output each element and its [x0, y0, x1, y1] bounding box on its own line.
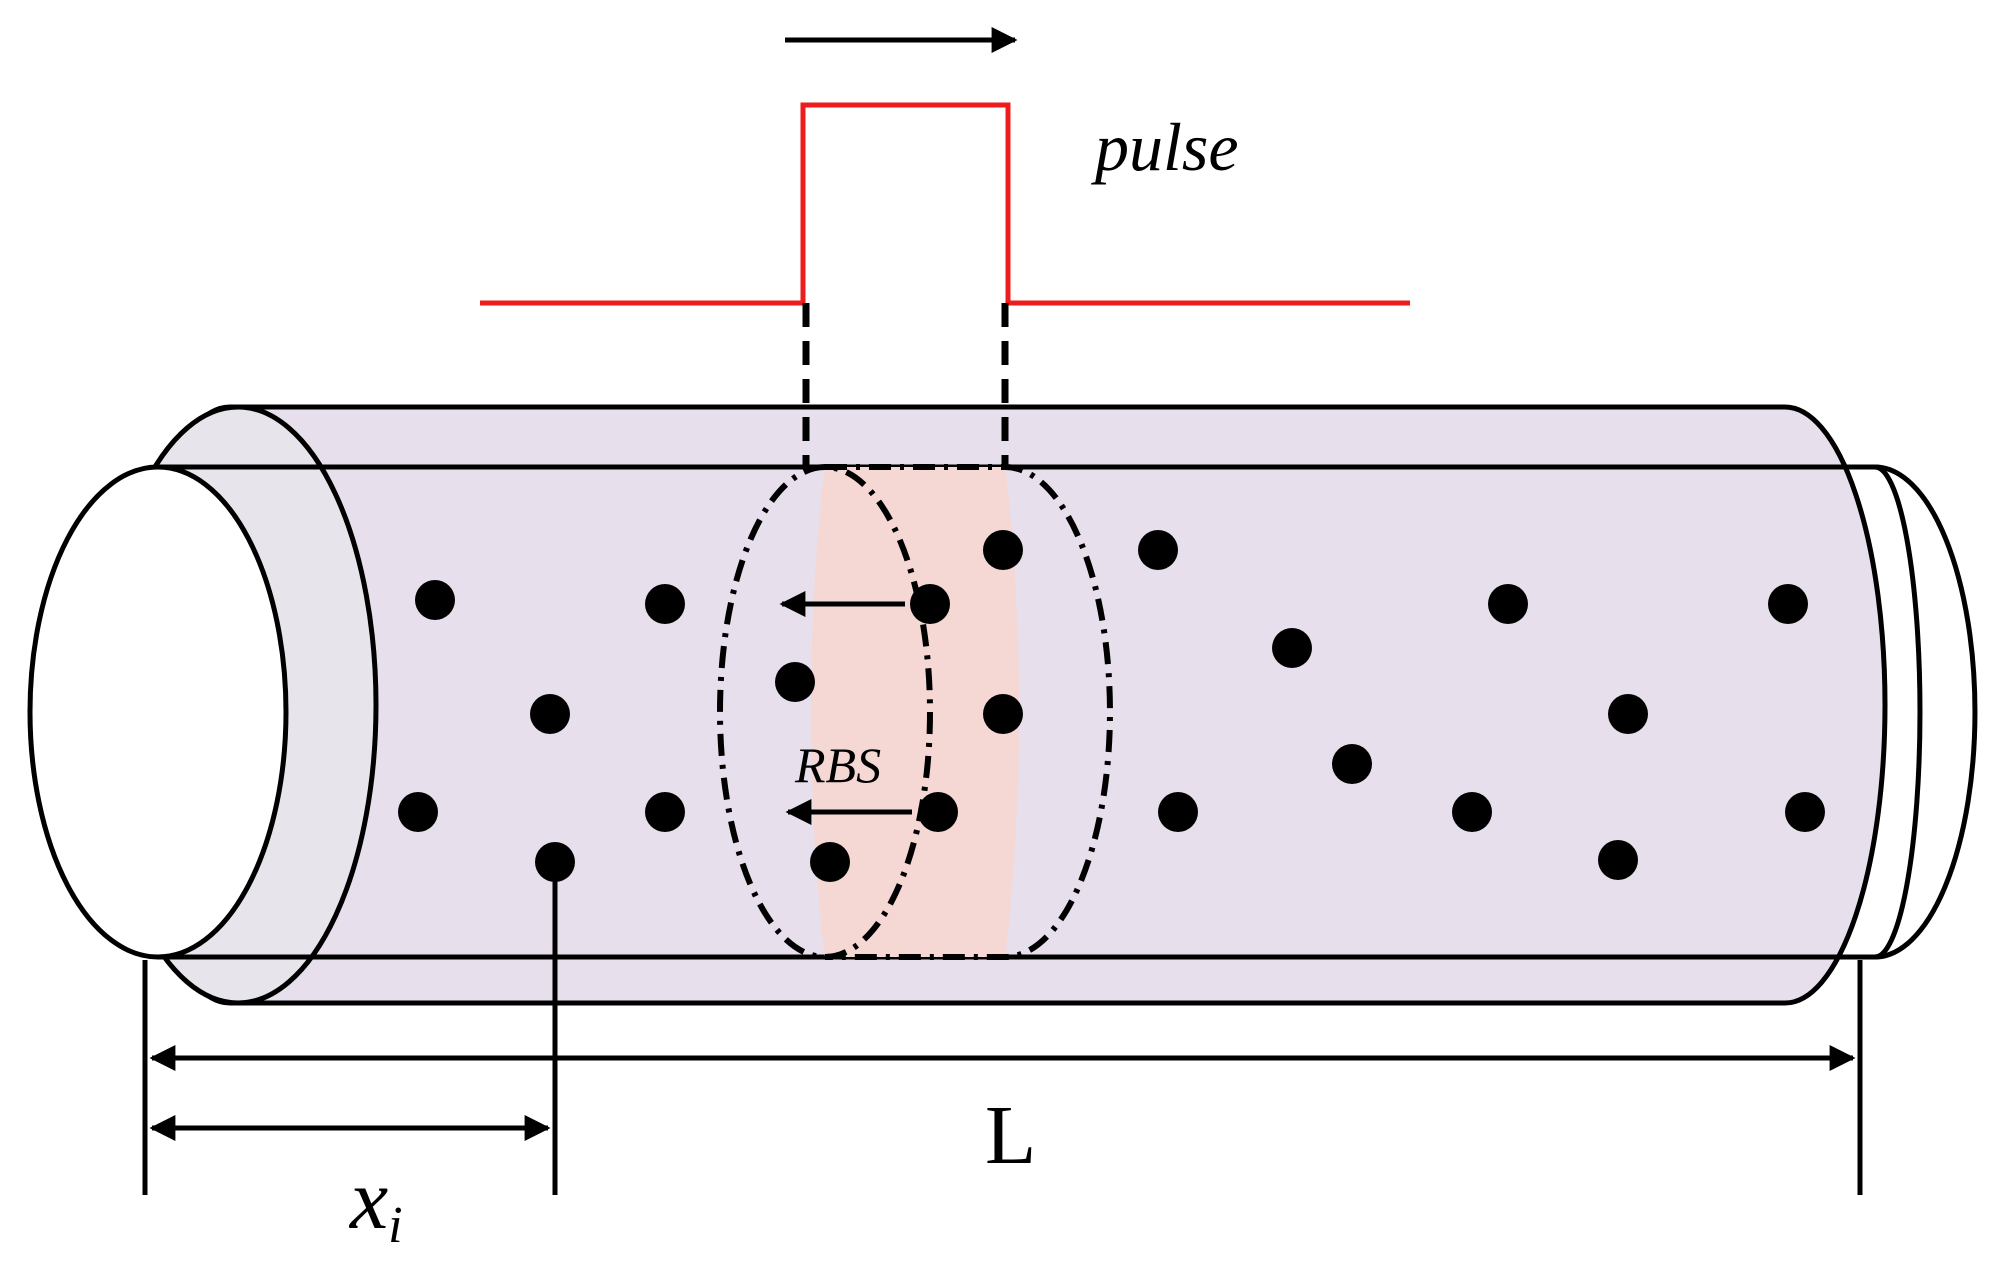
rbs-label: RBS [794, 737, 881, 793]
scatterer-dot [1158, 792, 1198, 832]
scatterer-dot [398, 792, 438, 832]
scatterer-dot [910, 584, 950, 624]
scatterer-dot [810, 842, 850, 882]
position-label: xi [348, 1151, 403, 1254]
pulse-region-outline [825, 464, 1113, 960]
fiber-right-end-cap [1874, 464, 1978, 960]
scatterer-dot [775, 662, 815, 702]
scatterer-dot [1488, 584, 1528, 624]
scatterer-dot [983, 530, 1023, 570]
scatterer-dot [918, 792, 958, 832]
position-label-main: x [348, 1151, 388, 1247]
scatterer-dot [1332, 744, 1372, 784]
position-label-subscript: i [388, 1197, 402, 1254]
scatterer-dot [1598, 840, 1638, 880]
scatterers [398, 530, 1825, 882]
pulse-label: pulse [1091, 109, 1239, 185]
scatterer-dot [1452, 792, 1492, 832]
pulse-waveform [480, 102, 1410, 306]
scatterer-dot [983, 694, 1023, 734]
scatterer-dot [1138, 530, 1178, 570]
fiber-core-opening [27, 464, 289, 960]
fiber-right-end-inner [1874, 464, 1923, 960]
pulse-region-front-face [717, 464, 933, 960]
scatterer-dot [415, 580, 455, 620]
scatterer-dot [645, 584, 685, 624]
scatterer-dot [1272, 628, 1312, 668]
scatterer-dot [1608, 694, 1648, 734]
scatterer-dot [1768, 584, 1808, 624]
length-label: L [985, 1089, 1036, 1182]
scatterer-dot [1785, 792, 1825, 832]
scatterer-dot [530, 694, 570, 734]
pulse-region-fill [810, 467, 1020, 957]
scatterer-dot [645, 792, 685, 832]
